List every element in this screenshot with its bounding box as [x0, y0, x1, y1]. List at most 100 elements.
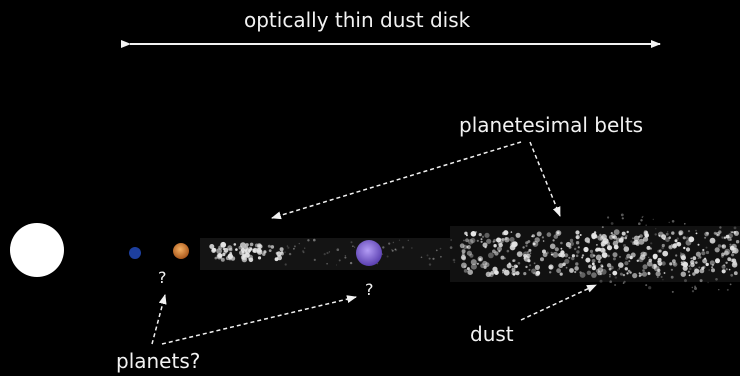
dust-particle	[228, 258, 232, 261]
dust-particle	[534, 237, 540, 243]
dust-particle	[464, 231, 468, 235]
dust-particle	[484, 232, 490, 238]
dust-particle	[531, 234, 535, 238]
dust-particle	[398, 239, 401, 241]
dust-particle	[478, 258, 482, 261]
dust-particle	[220, 257, 225, 262]
dust-particle	[688, 267, 692, 271]
dust-particle	[493, 244, 497, 248]
dust-particle	[638, 238, 645, 245]
dust-particle	[513, 264, 518, 269]
dust-particle	[638, 235, 641, 238]
dust-particle	[671, 220, 675, 223]
dust-particle	[386, 255, 389, 258]
dust-particle	[655, 271, 661, 277]
dust-particle	[568, 256, 571, 259]
dust-particle	[692, 256, 697, 261]
dust-particle	[709, 260, 715, 266]
dust-particle	[574, 266, 579, 271]
dust-particle	[540, 257, 544, 262]
dust-particle	[500, 255, 505, 260]
dust-particle	[512, 259, 515, 263]
dust-particle	[730, 273, 734, 277]
dust-particle	[609, 280, 612, 284]
dust-particle	[622, 273, 626, 277]
dust-particle	[481, 235, 485, 238]
dust-particle	[552, 239, 555, 242]
dust-particle	[470, 263, 477, 270]
dust-particle	[672, 259, 676, 264]
dust-particle	[426, 254, 429, 257]
dust-particle	[326, 262, 328, 265]
dust-particle	[499, 238, 502, 241]
dust-particle	[335, 264, 338, 266]
dust-particle	[450, 239, 453, 241]
dust-particle	[541, 236, 545, 239]
dust-particle	[469, 253, 474, 258]
dust-particle	[597, 247, 602, 252]
dust-particle	[623, 246, 630, 252]
dust-particle	[304, 247, 306, 249]
dust-particle	[607, 254, 610, 258]
dust-particle	[522, 246, 525, 249]
dust-particle	[298, 242, 300, 245]
dust-particle	[511, 265, 514, 268]
dust-particle	[629, 256, 633, 260]
dust-particle	[211, 247, 216, 252]
dust-particle	[301, 250, 305, 253]
dust-particle	[328, 251, 331, 253]
dust-particle	[711, 264, 715, 267]
dust-particle	[685, 236, 690, 240]
dust-particle	[692, 272, 696, 276]
dust-particle	[601, 234, 607, 240]
dust-particle	[589, 249, 594, 253]
dust-particle	[626, 230, 629, 234]
annotation-arrows	[151, 141, 597, 345]
dust-particle	[670, 268, 674, 271]
dust-particle	[699, 268, 705, 274]
dust-particle	[241, 256, 248, 263]
dust-particle	[733, 271, 738, 276]
dust-particle	[729, 283, 732, 286]
dust-particle	[612, 270, 618, 276]
dust-particle	[733, 226, 737, 230]
dust-particle	[502, 269, 505, 272]
dust-particle	[276, 251, 282, 257]
dust-particle	[575, 262, 579, 266]
dust-particle	[449, 246, 453, 249]
dust-particle	[257, 256, 262, 260]
dust-particle	[729, 245, 732, 248]
dust-particle	[516, 251, 523, 257]
dust-particle	[440, 255, 442, 258]
dust-particle	[600, 264, 604, 267]
dust-particle	[263, 250, 267, 254]
dust-particle	[515, 271, 520, 276]
dust-particle	[461, 262, 467, 269]
dust-particle	[470, 259, 477, 266]
dust-particle	[221, 243, 224, 246]
dust-particle	[676, 237, 679, 240]
dust-particle	[465, 234, 468, 237]
dust-particle	[542, 249, 546, 254]
dust-particle	[498, 242, 503, 248]
dust-particle	[575, 254, 579, 258]
dust-particle	[657, 257, 662, 262]
dust-particle	[571, 254, 576, 258]
dust-particle	[627, 269, 631, 273]
dust-particle	[435, 249, 438, 252]
dust-particle	[618, 262, 624, 268]
outer-planet	[356, 240, 382, 266]
dust-particle	[597, 271, 602, 276]
dust-particle	[645, 284, 648, 287]
dust-particle	[714, 247, 720, 253]
dust-particle	[394, 248, 397, 251]
dust-particle	[720, 236, 724, 239]
dust-particle	[532, 240, 539, 247]
dust-particle	[555, 230, 562, 236]
dust-particle	[599, 279, 603, 283]
dust-particle	[233, 243, 237, 246]
dust-particle	[467, 269, 474, 276]
dust-particle	[648, 258, 653, 263]
dust-particle	[411, 247, 413, 249]
